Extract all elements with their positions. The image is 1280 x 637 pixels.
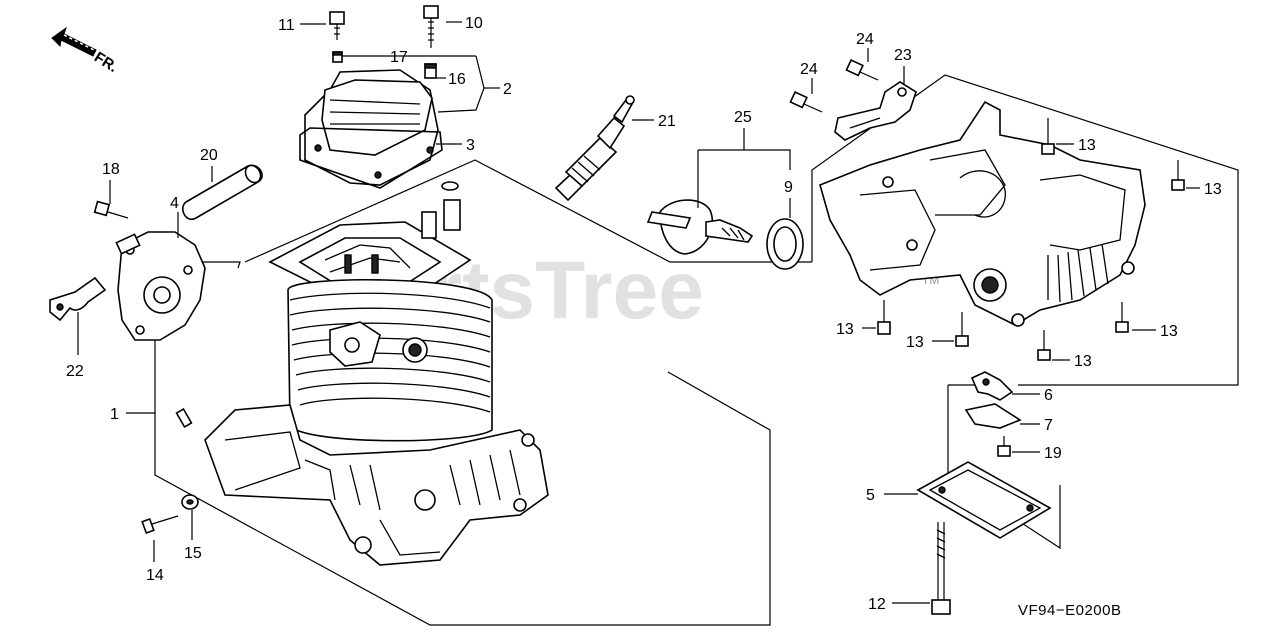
callout-14: 14 (146, 567, 164, 584)
callout-16: 16 (448, 71, 466, 88)
cylinder-assembly (268, 221, 493, 442)
callout-24-lower: 24 (800, 61, 818, 78)
bolt-13-mid (955, 312, 969, 347)
bolt-13-right-top (1171, 160, 1185, 191)
side-cover-4 (115, 231, 206, 341)
callout-20: 20 (200, 147, 218, 164)
callout-1: 1 (110, 406, 119, 423)
cylinder-head-cover (299, 69, 443, 189)
crankcase-upper (819, 100, 1146, 327)
washer-15 (181, 494, 199, 510)
governor-plate-6 (970, 371, 1014, 401)
clamp-23 (834, 81, 917, 141)
bolt-18 (93, 200, 129, 219)
plate-7 (964, 403, 1022, 429)
callout-4: 4 (170, 195, 179, 212)
callout-19: 19 (1044, 445, 1062, 462)
callout-13-lower: 13 (1074, 353, 1092, 370)
callout-12: 12 (868, 596, 886, 613)
callout-24-upper: 24 (856, 31, 874, 48)
callout-labels: 11 10 17 16 2 3 20 18 4 22 1 14 15 21 25… (66, 15, 1222, 613)
callout-17: 17 (390, 49, 408, 66)
direction-label: FR. (91, 49, 121, 76)
callout-13-top: 13 (1078, 137, 1096, 154)
callout-6: 6 (1044, 387, 1053, 404)
callout-5: 5 (866, 487, 875, 504)
bolt-12 (931, 522, 951, 615)
bolt-13-lower (1037, 330, 1051, 361)
bolt-13-set (877, 118, 1185, 361)
callout-3: 3 (466, 137, 475, 154)
callout-21: 21 (658, 113, 676, 130)
crankcase-lower (204, 404, 549, 566)
bolt-24-upper (845, 58, 879, 81)
callout-23: 23 (894, 47, 912, 64)
bolt-10 (423, 5, 439, 48)
clamp-22 (49, 276, 107, 322)
dowel-pins (175, 181, 461, 429)
callout-22: 22 (66, 363, 84, 380)
o-ring-9 (766, 218, 804, 270)
engine-block-group-outline (154, 74, 1239, 626)
bolt-11 (329, 11, 345, 40)
screw-14 (141, 515, 179, 535)
callout-13-left: 13 (836, 321, 854, 338)
callout-9: 9 (784, 179, 793, 196)
callout-11: 11 (278, 17, 295, 34)
callout-25: 25 (734, 109, 752, 126)
bolt-24-lower (789, 90, 823, 113)
front-direction-arrow-icon (51, 26, 97, 57)
collar-16 (424, 63, 437, 79)
spark-plug-21 (554, 95, 635, 202)
base-plate-5 (916, 461, 1052, 539)
oil-filler-cap-25 (646, 199, 754, 255)
bolt-13-left (877, 300, 891, 335)
callout-13-right-top: 13 (1204, 181, 1222, 198)
bolt-13-right (1115, 302, 1129, 333)
bolt-13-top (1041, 118, 1055, 155)
breather-tube-20 (181, 164, 263, 221)
callout-13-mid: 13 (906, 334, 924, 351)
collar-17 (332, 51, 343, 63)
drawing-code: VF94−E0200B (1018, 602, 1122, 619)
leader-lines (77, 21, 1200, 604)
callout-7: 7 (1044, 417, 1053, 434)
callout-15: 15 (184, 545, 202, 562)
bolt-19 (997, 436, 1011, 457)
callout-10: 10 (465, 15, 483, 32)
callout-18: 18 (102, 161, 120, 178)
callout-2: 2 (503, 81, 512, 98)
callout-13-right: 13 (1160, 323, 1178, 340)
